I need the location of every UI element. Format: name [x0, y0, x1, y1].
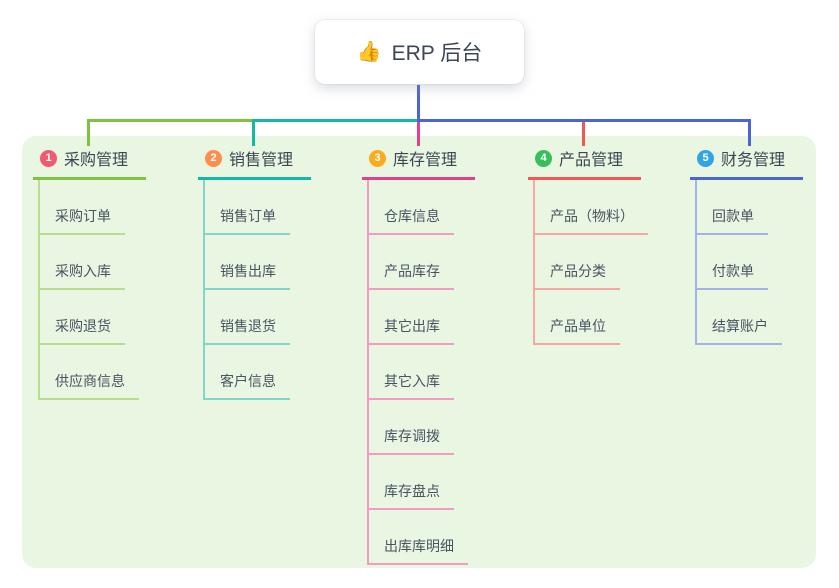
child-node[interactable]: 采购入库 [38, 235, 146, 290]
child-node[interactable]: 采购退货 [38, 290, 146, 345]
branch-column-5: 5 财务管理回款单付款单结算账户 [690, 146, 803, 345]
child-label: 库存调拨 [367, 426, 454, 455]
child-label: 产品库存 [367, 261, 454, 290]
branch-node-2[interactable]: 2 销售管理 [198, 146, 311, 180]
branch-label: 财务管理 [721, 152, 786, 169]
branch-drop-line [748, 121, 751, 146]
child-list: 仓库信息产品库存其它出库其它入库库存调拨库存盘点出库库明细 [367, 180, 475, 565]
child-node[interactable]: 回款单 [695, 180, 803, 235]
branch-node-1[interactable]: 1 采购管理 [33, 146, 146, 180]
child-label: 销售出库 [203, 261, 290, 290]
child-label: 产品单位 [533, 316, 620, 345]
child-label: 销售订单 [203, 206, 290, 235]
child-label: 付款单 [695, 261, 768, 290]
child-node[interactable]: 产品单位 [533, 290, 641, 345]
branch-node-5[interactable]: 5 财务管理 [690, 146, 803, 180]
branch-label: 采购管理 [64, 152, 129, 169]
child-node[interactable]: 供应商信息 [38, 345, 146, 400]
branch-drop-line [87, 121, 90, 146]
branch-column-2: 2 销售管理销售订单销售出库销售退货客户信息 [198, 146, 311, 400]
child-node[interactable]: 仓库信息 [367, 180, 475, 235]
root-node[interactable]: 👍 ERP 后台 [315, 20, 524, 84]
branch-drop-line [252, 121, 255, 146]
root-connector-line [417, 84, 420, 122]
child-node[interactable]: 客户信息 [203, 345, 311, 400]
child-node[interactable]: 采购订单 [38, 180, 146, 235]
branch-column-3: 3 库存管理仓库信息产品库存其它出库其它入库库存调拨库存盘点出库库明细 [362, 146, 475, 565]
child-node[interactable]: 其它出库 [367, 290, 475, 345]
child-list: 产品（物料） 产品分类产品单位 [533, 180, 648, 345]
child-label: 仓库信息 [367, 206, 454, 235]
branch-label: 销售管理 [229, 152, 294, 169]
branch-drop-line [417, 121, 420, 146]
child-label: 采购入库 [38, 261, 125, 290]
branch-label: 库存管理 [393, 152, 458, 169]
child-label: 库存盘点 [367, 481, 454, 510]
bus-segment [252, 119, 420, 122]
child-label: 采购订单 [38, 206, 125, 235]
child-list: 销售订单销售出库销售退货客户信息 [203, 180, 311, 400]
child-label: 产品（物料） [533, 206, 648, 235]
branch-column-1: 1 采购管理采购订单采购入库采购退货供应商信息 [33, 146, 146, 400]
branch-drop-line [582, 121, 585, 146]
branch-number-badge: 2 [205, 149, 222, 167]
child-list: 采购订单采购入库采购退货供应商信息 [38, 180, 146, 400]
child-label: 供应商信息 [38, 371, 139, 400]
branch-number-badge: 1 [40, 149, 57, 167]
branch-number-badge: 3 [369, 149, 386, 167]
branch-label: 产品管理 [559, 152, 624, 169]
child-node[interactable]: 出库库明细 [367, 510, 475, 565]
child-node[interactable]: 产品分类 [533, 235, 641, 290]
child-label: 结算账户 [695, 316, 782, 345]
bus-segment [417, 119, 751, 122]
branch-node-4[interactable]: 4 产品管理 [528, 146, 641, 180]
branch-node-3[interactable]: 3 库存管理 [362, 146, 475, 180]
child-node[interactable]: 销售出库 [203, 235, 311, 290]
child-node[interactable]: 产品库存 [367, 235, 475, 290]
child-label: 其它出库 [367, 316, 454, 345]
child-node[interactable]: 库存调拨 [367, 400, 475, 455]
child-node[interactable]: 其它入库 [367, 345, 475, 400]
thumbs-up-icon: 👍 [356, 41, 382, 63]
child-node[interactable]: 结算账户 [695, 290, 803, 345]
child-label: 回款单 [695, 206, 768, 235]
child-node[interactable]: 库存盘点 [367, 455, 475, 510]
child-node[interactable]: 产品（物料） [533, 180, 648, 235]
child-node[interactable]: 付款单 [695, 235, 803, 290]
child-label: 销售退货 [203, 316, 290, 345]
child-node[interactable]: 销售订单 [203, 180, 311, 235]
child-label: 采购退货 [38, 316, 125, 345]
child-label: 客户信息 [203, 371, 290, 400]
child-label: 产品分类 [533, 261, 620, 290]
branch-number-badge: 5 [697, 149, 714, 167]
root-label: ERP 后台 [391, 42, 483, 65]
child-label: 出库库明细 [367, 536, 468, 565]
bus-segment [87, 119, 255, 122]
child-label: 其它入库 [367, 371, 454, 400]
branch-number-badge: 4 [535, 149, 552, 167]
child-list: 回款单付款单结算账户 [695, 180, 803, 345]
branch-panel [22, 136, 816, 568]
child-node[interactable]: 销售退货 [203, 290, 311, 345]
branch-column-4: 4 产品管理产品（物料） 产品分类产品单位 [528, 146, 648, 345]
